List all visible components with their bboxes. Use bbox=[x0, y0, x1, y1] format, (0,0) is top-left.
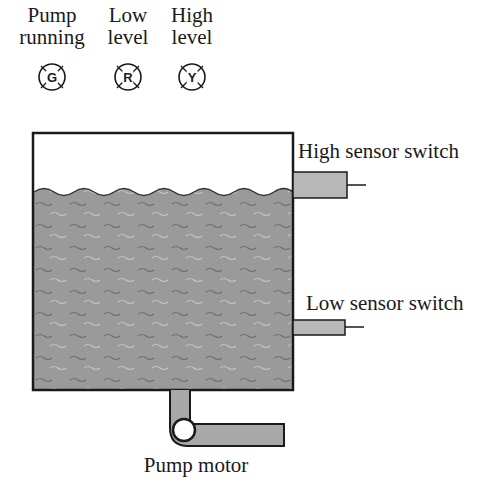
indicator-lamp: High levelY bbox=[156, 4, 228, 92]
lamp-label: Low level bbox=[92, 4, 164, 48]
lamp-letter: G bbox=[46, 71, 58, 84]
lamp-letter: R bbox=[122, 71, 133, 84]
part-label: Pump motor bbox=[144, 454, 248, 477]
lamp-symbol: G bbox=[37, 62, 67, 92]
low-sensor bbox=[293, 320, 345, 335]
tank bbox=[33, 133, 293, 390]
sensor-wire bbox=[347, 184, 366, 186]
lamp-label: High level bbox=[156, 4, 228, 48]
part-label: High sensor switch bbox=[298, 140, 459, 163]
lamp-symbol: R bbox=[113, 62, 143, 92]
pump-motor bbox=[173, 419, 195, 441]
lamp-letter: Y bbox=[187, 71, 198, 84]
indicator-lamp: Low levelR bbox=[92, 4, 164, 92]
water bbox=[34, 189, 293, 390]
indicator-lamp: Pump runningG bbox=[16, 4, 88, 92]
water-surface bbox=[34, 189, 293, 196]
part-label: Low sensor switch bbox=[306, 292, 463, 315]
high-sensor bbox=[293, 172, 347, 198]
lamp-symbol: Y bbox=[177, 62, 207, 92]
pump-pipe bbox=[170, 390, 284, 446]
sensor-wire bbox=[345, 326, 364, 328]
lamp-label: Pump running bbox=[16, 4, 88, 48]
